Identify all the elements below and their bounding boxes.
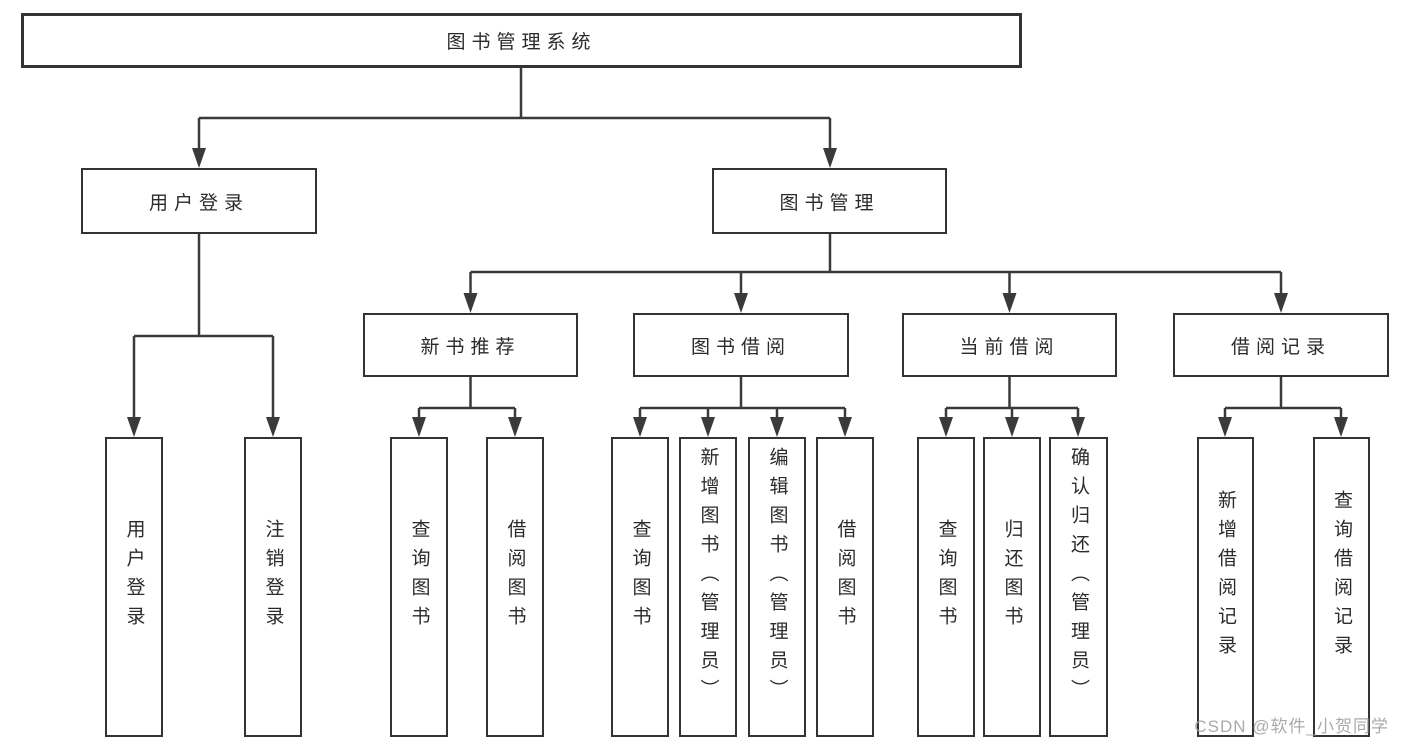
node-label: 图书管理 [779,192,880,214]
node-current-borrowing: 当前借阅 [902,313,1117,377]
node-library-management-system: 图书管理系统 [21,13,1022,68]
leaf-add-book-admin: 新增图书（管理员） [679,437,737,737]
node-label: 图书管理系统 [446,32,597,53]
node-user-login: 用户登录 [81,168,317,234]
connector-paths [132,68,1343,423]
node-label: 新书推荐 [420,336,521,358]
node-label: 借阅图书 [504,519,526,635]
node-label: 查询图书 [935,519,957,635]
node-label: 注销登录 [262,519,284,635]
leaf-borrow-books-borrowing: 借阅图书 [816,437,874,737]
node-book-management: 图书管理 [712,168,947,234]
node-label: 图书借阅 [690,336,791,358]
leaf-borrow-books-recommend: 借阅图书 [486,437,544,737]
leaf-return-books: 归还图书 [983,437,1041,737]
node-label: 用户登录 [148,192,249,214]
node-label: 借阅记录 [1230,336,1331,358]
node-label: 用户登录 [123,519,145,635]
node-borrowing-records: 借阅记录 [1173,313,1389,377]
leaf-query-books-recommend: 查询图书 [390,437,448,737]
node-label: 确认归还（管理员） [1068,446,1089,708]
leaf-logout: 注销登录 [244,437,302,737]
node-label: 当前借阅 [959,336,1060,358]
node-label: 归还图书 [1001,519,1023,635]
leaf-edit-book-admin: 编辑图书（管理员） [748,437,806,737]
node-book-borrowing: 图书借阅 [633,313,849,377]
node-label: 新增图书（管理员） [697,446,719,708]
leaf-user-login: 用户登录 [105,437,163,737]
node-label: 新增借阅记录 [1215,490,1236,664]
leaf-confirm-return-admin: 确认归还（管理员） [1049,437,1108,737]
node-new-book-recommendation: 新书推荐 [363,313,578,377]
leaf-query-books-borrowing: 查询图书 [611,437,669,737]
arrowheads [127,148,1348,437]
node-label: 查询图书 [629,519,651,635]
node-label: 查询图书 [408,519,430,635]
node-label: 查询借阅记录 [1331,490,1352,664]
leaf-query-borrow-record: 查询借阅记录 [1313,437,1370,737]
node-label: 编辑图书（管理员） [766,446,788,708]
watermark: CSDN @软件_小贺同学 [1194,717,1389,736]
node-label: 借阅图书 [834,519,856,635]
leaf-add-borrow-record: 新增借阅记录 [1197,437,1254,737]
leaf-query-books-current: 查询图书 [917,437,975,737]
